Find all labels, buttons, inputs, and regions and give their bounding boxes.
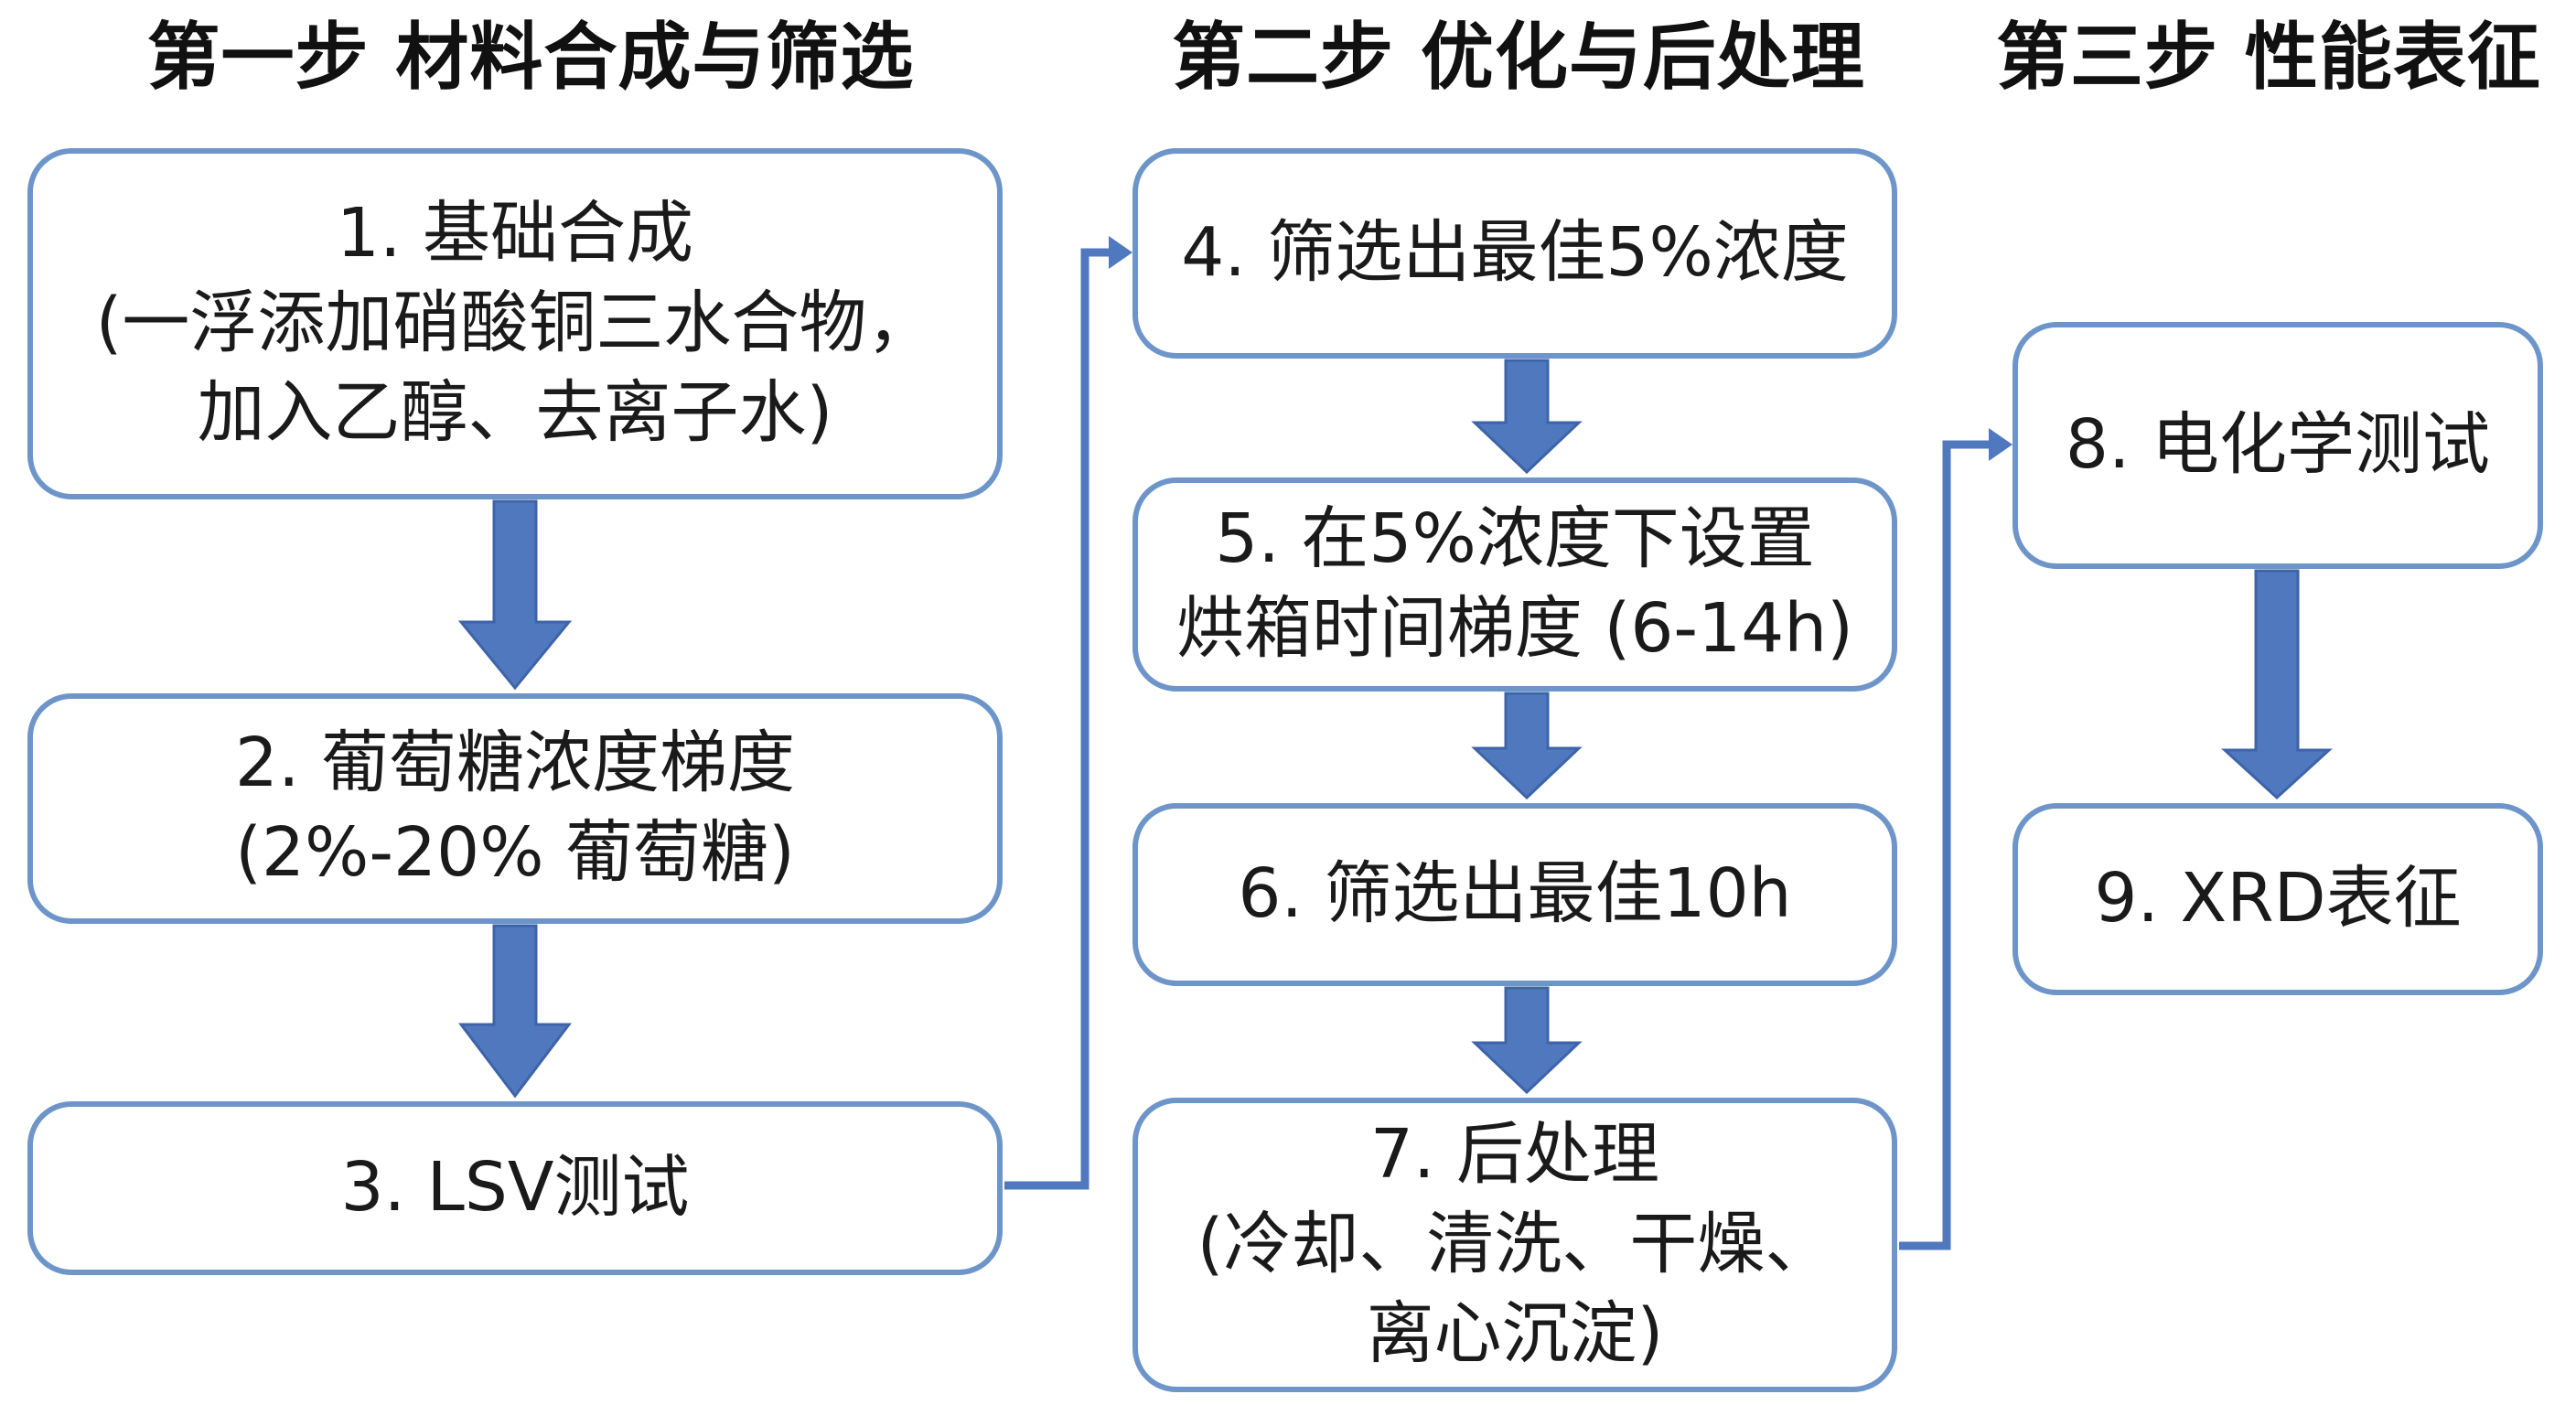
connector-7-8 — [1899, 440, 2000, 1250]
box-7-line-2: (冷却、清洗、干燥、 — [1197, 1205, 1833, 1284]
box-2-line-2: (2%-20% 葡萄糖) — [235, 813, 795, 892]
box-2-line-1: 2. 葡萄糖浓度梯度 — [234, 724, 796, 803]
connector-3-4 — [1004, 248, 1118, 1190]
step-1-title: 第一步 材料合成与筛选 — [146, 15, 915, 100]
box-7-line-3: 离心沉淀) — [1366, 1293, 1664, 1373]
box-1-line-1: 1. 基础合成 — [336, 194, 694, 273]
box-4-line-1: 4. 筛选出最佳5%浓度 — [1181, 213, 1849, 293]
down-arrow-4-5 — [1471, 359, 1583, 475]
step-box-2-glucose-gradient: 2. 葡萄糖浓度梯度 (2%-20% 葡萄糖) — [27, 693, 1003, 924]
down-arrow-1-2 — [457, 499, 573, 691]
step-3-title: 第三步 性能表征 — [1996, 15, 2541, 100]
connector-3-4-head — [1109, 236, 1132, 269]
box-6-line-1: 6. 筛选出最佳10h — [1238, 854, 1792, 934]
box-8-line-1: 8. 电化学测试 — [2065, 405, 2491, 485]
down-arrow-2-3 — [457, 924, 573, 1099]
box-7-line-1: 7. 后处理 — [1369, 1115, 1660, 1195]
box-5-line-2: 烘箱时间梯度 (6-14h) — [1175, 589, 1854, 668]
box-1-line-3: 加入乙醇、去离子水) — [197, 372, 833, 452]
step-2-title: 第二步 优化与后处理 — [1172, 15, 1865, 100]
step-box-1-basic-synthesis: 1. 基础合成 (一浮添加硝酸铜三水合物， 加入乙醇、去离子水) — [27, 148, 1003, 499]
down-arrow-6-7 — [1471, 986, 1583, 1095]
box-5-line-1: 5. 在5%浓度下设置 — [1215, 499, 1815, 579]
step-box-5-oven-time-gradient: 5. 在5%浓度下设置 烘箱时间梯度 (6-14h) — [1132, 477, 1897, 692]
step-box-4-best-concentration: 4. 筛选出最佳5%浓度 — [1132, 148, 1897, 359]
step-box-3-lsv-test: 3. LSV测试 — [27, 1101, 1003, 1275]
down-arrow-8-9 — [2221, 569, 2333, 800]
down-arrow-5-6 — [1471, 692, 1583, 800]
step-box-6-best-time: 6. 筛选出最佳10h — [1132, 803, 1897, 986]
box-1-line-2: (一浮添加硝酸铜三水合物， — [95, 284, 935, 363]
step-box-7-post-processing: 7. 后处理 (冷却、清洗、干燥、 离心沉淀) — [1132, 1098, 1897, 1392]
connector-7-8-head — [1989, 428, 2012, 461]
box-9-line-1: 9. XRD表征 — [2094, 859, 2462, 938]
step-box-8-electrochemical-test: 8. 电化学测试 — [2012, 322, 2543, 569]
box-3-line-1: 3. LSV测试 — [340, 1148, 690, 1228]
step-box-9-xrd: 9. XRD表征 — [2012, 803, 2543, 995]
